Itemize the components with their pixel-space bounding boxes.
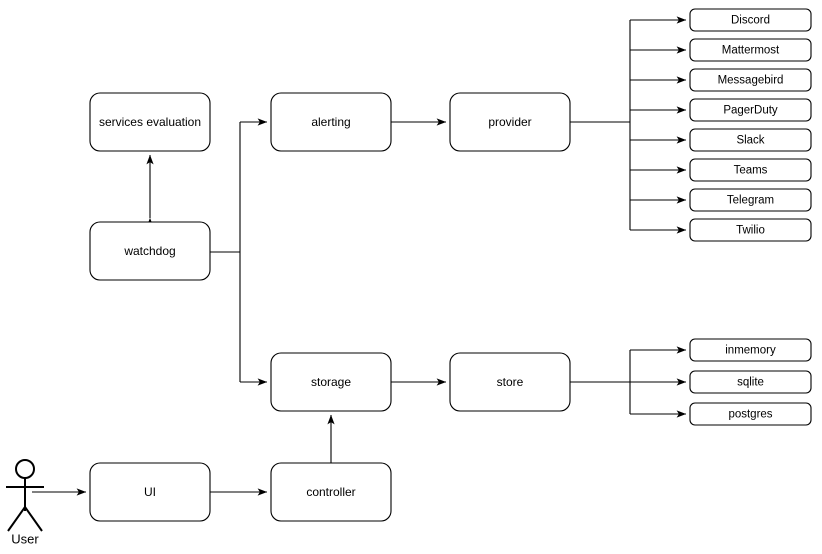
node-controller-box[interactable] [270,462,392,522]
leaf-discord-label: Discord [731,15,770,27]
node-storage-box[interactable] [270,352,392,412]
node-watchdog-label: watchdog [123,244,175,258]
edge-provider-fanout [570,16,687,234]
leaf-pagerduty-box[interactable] [689,98,812,122]
node-storage-label: storage [311,375,351,389]
node-provider-label: provider [488,115,531,129]
leaf-twilio-box[interactable] [689,218,812,242]
node-services-evaluation-box[interactable] [89,92,211,152]
leaf-pagerduty[interactable]: PagerDuty [689,98,812,122]
leaf-postgres-box[interactable] [689,402,812,426]
node-provider[interactable]: provider [449,92,571,152]
leaf-mattermost-label: Mattermost [722,45,780,57]
node-services-evaluation[interactable]: services evaluation [89,92,211,152]
leaf-teams[interactable]: Teams [689,158,812,182]
provider-targets-group: Discord Mattermost Messagebird PagerDuty… [689,8,812,242]
leaf-discord-box[interactable] [689,8,812,32]
leaf-inmemory-box[interactable] [689,338,812,362]
leaf-telegram[interactable]: Telegram [689,188,812,212]
leaf-inmemory[interactable]: inmemory [689,338,812,362]
leaf-twilio[interactable]: Twilio [689,218,812,242]
node-store-box[interactable] [449,352,571,412]
actor-leg-left-icon [7,506,26,532]
actor-leg-right-icon [24,506,43,532]
leaf-telegram-box[interactable] [689,188,812,212]
node-store-label: store [497,375,524,389]
leaf-postgres-label: postgres [728,409,772,421]
leaf-teams-box[interactable] [689,158,812,182]
leaf-sqlite[interactable]: sqlite [689,370,812,394]
node-controller[interactable]: controller [270,462,392,522]
leaf-messagebird-box[interactable] [689,68,812,92]
leaf-slack[interactable]: Slack [689,128,812,152]
user-actor-label: User [11,531,39,546]
leaf-pagerduty-label: PagerDuty [723,105,778,117]
node-alerting[interactable]: alerting [270,92,392,152]
leaf-mattermost-box[interactable] [689,38,812,62]
user-actor: User [6,459,44,546]
leaf-teams-label: Teams [734,165,768,177]
leaf-postgres[interactable]: postgres [689,402,812,426]
node-layer: services evaluation watchdog alerting pr… [89,92,571,522]
store-targets-group: inmemory sqlite postgres [689,338,812,426]
node-watchdog[interactable]: watchdog [89,221,211,281]
edge-layer [32,16,687,496]
leaf-twilio-label: Twilio [736,225,765,237]
node-controller-label: controller [306,485,355,499]
leaf-slack-box[interactable] [689,128,812,152]
actor-head-icon [15,459,35,479]
leaf-messagebird[interactable]: Messagebird [689,68,812,92]
node-ui[interactable]: UI [89,462,211,522]
node-watchdog-box[interactable] [89,221,211,281]
edge-watchdog-branch-spine [210,122,241,382]
leaf-inmemory-label: inmemory [725,345,776,357]
node-alerting-box[interactable] [270,92,392,152]
node-ui-box[interactable] [89,462,211,522]
node-services-evaluation-label: services evaluation [99,115,201,129]
leaf-telegram-label: Telegram [727,195,774,207]
leaf-slack-label: Slack [736,135,764,147]
node-ui-label: UI [144,485,156,499]
node-alerting-label: alerting [311,115,350,129]
leaf-mattermost[interactable]: Mattermost [689,38,812,62]
node-provider-box[interactable] [449,92,571,152]
node-storage[interactable]: storage [270,352,392,412]
leaf-sqlite-box[interactable] [689,370,812,394]
leaf-sqlite-label: sqlite [737,377,764,389]
leaf-messagebird-label: Messagebird [718,75,784,87]
edge-store-fanout [570,346,687,418]
leaf-discord[interactable]: Discord [689,8,812,32]
node-store[interactable]: store [449,352,571,412]
